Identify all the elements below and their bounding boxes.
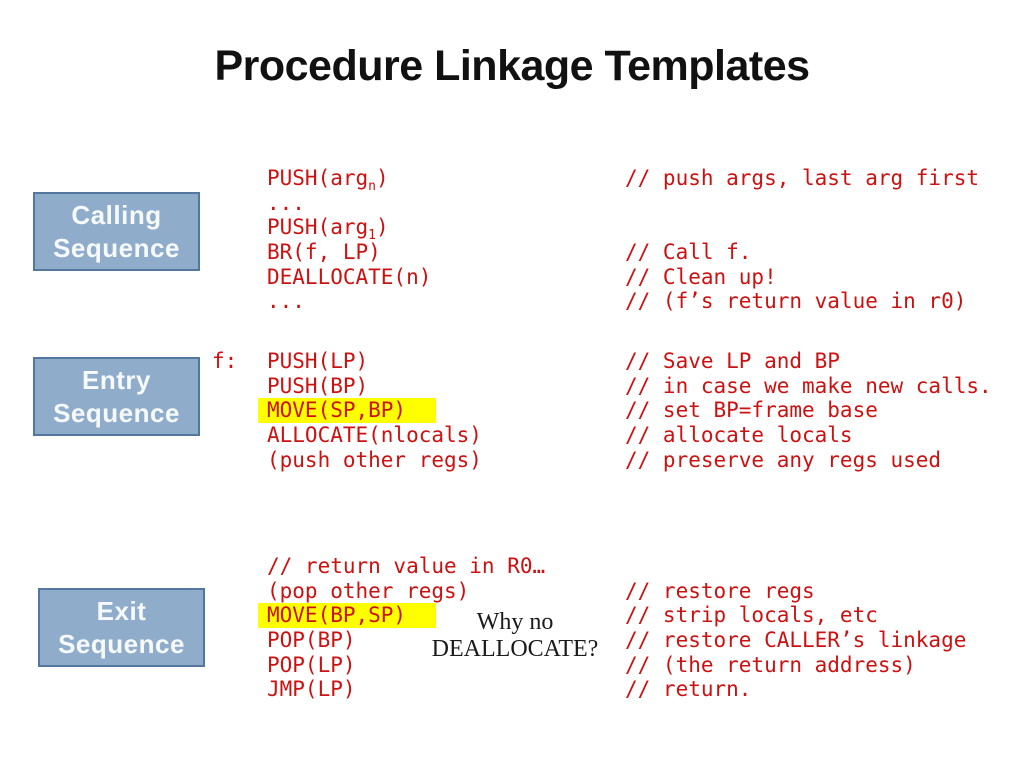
function-label-f: f: [212, 349, 238, 373]
comment-text: // set BP=frame base [625, 398, 878, 423]
code-line: // return value in R0… [267, 554, 545, 579]
slide-title: Procedure Linkage Templates [214, 42, 810, 90]
subscript: n [368, 179, 376, 195]
comment-text: // in case we make new calls. [625, 373, 992, 398]
highlighted-code-text: MOVE(BP,SP) [258, 603, 437, 628]
code-text: JMP(LP) [267, 677, 356, 702]
calling-sequence-label-line2: Sequence [53, 232, 180, 263]
code-line: PUSH(arg1) [267, 215, 431, 244]
code-line: (push other regs) // preserve any regs us… [267, 447, 941, 473]
comment-text: // restore regs [625, 578, 815, 603]
code-line: PUSH(LP) // Save LP and BP [267, 349, 840, 374]
comment-text: // (the return address) [625, 652, 916, 677]
code-line: ... [267, 191, 431, 216]
code-line: ALLOCATE(nlocals) // allocate locals [267, 422, 853, 448]
code-line: MOVE(SP,BP) // set BP=frame base [258, 398, 878, 423]
entry-sequence-label-line1: Entry [82, 364, 151, 395]
code-text: (push other regs) [267, 447, 482, 472]
code-text: PUSH(argn) [267, 166, 389, 195]
code-line: BR(f, LP) // Call f. [267, 239, 751, 265]
code-line: (pop other regs) // restore regs [267, 578, 815, 604]
comment-text: // Clean up! [625, 264, 777, 289]
exit-sequence-code: // return value in R0…(pop other regs) //… [258, 554, 966, 702]
comment-text: // restore CALLER’s linkage [625, 627, 967, 652]
entry-sequence-label-line2: Sequence [53, 397, 180, 428]
comment-text: // strip locals, etc [625, 603, 878, 628]
code-text: ... [267, 289, 305, 314]
subscript: 1 [368, 228, 376, 244]
calling-sequence-label-line1: Calling [71, 199, 162, 230]
comment-text: // (f’s return value in r0) [625, 289, 967, 314]
code-text: ... [267, 190, 305, 215]
code-text: // return value in R0… [267, 554, 546, 578]
code-text: PUSH(LP) [267, 349, 369, 373]
highlighted-code-text: MOVE(SP,BP) [258, 398, 437, 423]
code-line: POP(BP) // restore CALLER’s linkage [267, 627, 966, 653]
code-text: POP(LP) [267, 652, 356, 677]
entry-sequence-code: PUSH(LP) // Save LP and BP PUSH(BP) // in c… [258, 349, 992, 473]
exit-sequence-label-line2: Sequence [58, 628, 185, 659]
code-line: MOVE(BP,SP) // strip locals, etc [258, 603, 878, 628]
code-text: PUSH(BP) [267, 373, 369, 398]
calling-sequence-code: PUSH(argn) // push args, last arg first..… [267, 166, 979, 314]
code-text: (pop other regs) [267, 578, 470, 603]
code-line: PUSH(argn) // push args, last arg first [267, 166, 979, 195]
code-text: POP(BP) [267, 627, 356, 652]
code-line: JMP(LP) // return. [267, 677, 751, 702]
entry-sequence-box: Entry Sequence [33, 357, 200, 436]
exit-sequence-box: Exit Sequence [38, 588, 205, 667]
comment-text: // Call f. [625, 239, 752, 264]
comment-text: // return. [625, 677, 752, 702]
why-no-deallocate-note: Why no DEALLOCATE? [405, 609, 625, 663]
code-line: PUSH(BP) // in case we make new calls. [267, 373, 992, 399]
comment-text: // allocate locals [625, 422, 853, 447]
calling-sequence-box: Calling Sequence [33, 192, 200, 271]
code-line: ... // (f’s return value in r0) [267, 289, 966, 314]
code-text: BR(f, LP) [267, 239, 381, 264]
code-line: POP(LP) // (the return address) [267, 652, 916, 678]
comment-text: // push args, last arg first [625, 166, 980, 190]
note-line2: DEALLOCATE? [431, 636, 599, 662]
comment-text: // preserve any regs used [625, 447, 942, 472]
comment-text: // Save LP and BP [625, 349, 840, 373]
exit-sequence-label-line1: Exit [96, 595, 147, 626]
code-text: ALLOCATE(nlocals) [267, 422, 482, 447]
code-text: DEALLOCATE(n) [267, 264, 432, 289]
code-text: PUSH(arg1) [267, 215, 389, 244]
code-line: DEALLOCATE(n) // Clean up! [267, 264, 777, 290]
note-line1: Why no [476, 609, 554, 635]
